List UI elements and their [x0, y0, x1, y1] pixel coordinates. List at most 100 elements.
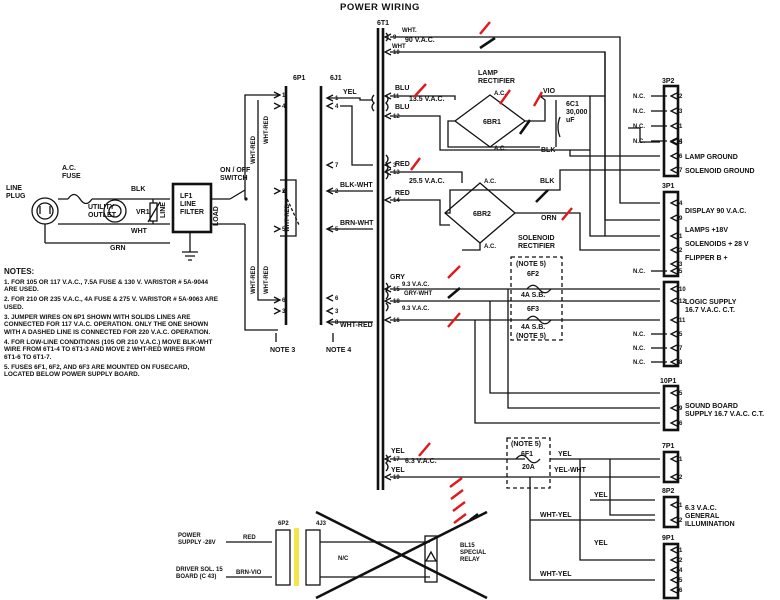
- bridge-6br2-label: 6BR2: [473, 211, 491, 218]
- display-label: DISPLAY 90 V.A.C.: [685, 208, 746, 215]
- p6-pins-pin-number: 3: [282, 309, 286, 315]
- t6-pins-pin-number: 10: [393, 50, 400, 56]
- j6-pins-pin-number: 3: [335, 309, 339, 315]
- pins-10p1: 596: [669, 389, 683, 427]
- conn-6t1-label: 6T1: [377, 20, 389, 27]
- p6-pins-pin-chevron: [273, 102, 282, 110]
- tap-wht-top: WHT.: [402, 28, 417, 34]
- t6-pins-pin-chevron: [383, 316, 392, 324]
- yel-wht-out-label: YEL-WHT: [554, 467, 587, 474]
- inset-red-label: RED: [243, 535, 256, 541]
- orn-wire-label: ORN: [541, 215, 557, 222]
- note-item-3: 3. JUMPER WIRES ON 6P1 SHOWN WITH SOLIDS…: [4, 313, 211, 336]
- t6-pins-pin-chevron: [383, 112, 392, 120]
- logic-pins-nc-label: N.C.: [633, 332, 645, 338]
- p32-pins-nc-label: N.C.: [633, 139, 645, 145]
- pins-8p2: 12: [669, 501, 683, 524]
- p32-pins-pin-chevron: [669, 138, 678, 146]
- p32-pins-pin-chevron: [669, 92, 678, 100]
- t6-pins-pin-number: 17: [393, 457, 400, 463]
- fuses-6f2-6f3: (NOTE 5) 6F2 4A S.B. 6F3 4A S.B. (NOTE 5…: [510, 256, 563, 341]
- tap-255vac: 25.5 V.A.C.: [409, 178, 445, 185]
- j6-pins-pin-chevron: [325, 225, 334, 233]
- tap-93vac-b: 9.3 V.A.C.: [402, 306, 429, 312]
- logic-pins-pin-chevron: [669, 358, 678, 366]
- fuse-icon: [58, 193, 107, 205]
- inset-4j3-label: 4J3: [316, 521, 327, 527]
- j6-pins-pin-chevron: [325, 102, 334, 110]
- note-item-1: 1. FOR 105 OR 117 V.A.C., 7.5A FUSE & 13…: [4, 278, 208, 294]
- p9-pins-pin-number: 6: [679, 588, 683, 594]
- tap-blu2: BLU: [395, 104, 409, 111]
- fuse-card-box: [510, 256, 563, 341]
- p82-pins-pin-number: 1: [679, 503, 683, 509]
- p31-pins-nc-label: N.C.: [633, 269, 645, 275]
- p31-pins-pin-number: 1: [679, 234, 683, 240]
- wht-yel-label-2: WHT-YEL: [540, 571, 572, 578]
- p9-pins-pin-chevron: [669, 546, 678, 554]
- t6-pins-pin-chevron: [383, 161, 392, 169]
- tap-gry-wht: GRY-WHT: [404, 291, 432, 297]
- output-connectors: 3P2 2N.C.3N.C.1N.C.4N.C.567 LAMP GROUND …: [474, 52, 764, 600]
- line-plug-icon: [31, 197, 59, 225]
- notes-block: NOTES: 1. FOR 105 OR 117 V.A.C., 7.5A FU…: [4, 268, 219, 381]
- note3-label: NOTE 3: [270, 347, 295, 354]
- wht-red-b2-label: WHT-RED: [264, 265, 270, 294]
- t6-pins-pin-number: 16: [393, 318, 400, 324]
- logic-pins-pin-number: 5: [679, 332, 683, 338]
- p10-pins-pin-chevron: [669, 419, 678, 427]
- p31-pins-pin-chevron: [669, 267, 678, 275]
- t6-pins-pin-chevron: [383, 297, 392, 305]
- switch-icon: [229, 189, 246, 200]
- p7-pins-pin-number: 2: [679, 475, 683, 481]
- p32-pins-pin-chevron: [669, 152, 678, 160]
- p6-pins-pin-number: 4: [282, 104, 286, 110]
- j6-pins-pin-number: 2: [335, 189, 339, 195]
- inset-nc-label: N/C: [338, 556, 349, 562]
- t6-pins-pin-chevron: [383, 168, 392, 176]
- p6-pins-pin-number: 1: [282, 93, 286, 99]
- p9-pins-pin-chevron: [669, 566, 678, 574]
- tap-wht: WHT: [392, 44, 406, 50]
- t6-pins-pin-chevron: [383, 455, 392, 463]
- yel-out-label-3: YEL: [594, 540, 608, 547]
- p82-pins-pin-chevron: [669, 516, 678, 524]
- j6-pins-pin-number: 4: [335, 104, 339, 110]
- p31-pins-pin-number: 9: [679, 216, 683, 222]
- p9-pins-pin-number: 4: [679, 568, 683, 574]
- j6-pins-pin-number: 7: [335, 163, 339, 169]
- vio-wire-label: VIO: [543, 88, 556, 95]
- logic-pins-pin-chevron: [669, 285, 678, 293]
- tap-90vac: 90 V.A.C.: [405, 37, 435, 44]
- t6-pins-pin-chevron: [383, 92, 392, 100]
- solenoids-label: SOLENOIDS + 28 V: [685, 241, 749, 248]
- t6-pins-pin-number: 18: [393, 299, 400, 305]
- fuse-6f1-note: (NOTE 5): [511, 441, 541, 448]
- tap-blu: BLU: [395, 85, 409, 92]
- tap-red2: RED: [395, 190, 410, 197]
- fuse-6f3-label: 6F3: [527, 306, 539, 313]
- wht-red-mid-label: WHT-RED: [264, 115, 270, 144]
- p10-pins-pin-chevron: [669, 389, 678, 397]
- j6-pins-pin-number: 5: [335, 227, 339, 233]
- p32-pins-pin-number: 1: [679, 124, 683, 130]
- inset-brn-vio-label: BRN-VIO: [236, 570, 262, 576]
- lamp-ac-top: A.C.: [494, 91, 506, 97]
- j6-pins-pin-chevron: [325, 187, 334, 195]
- j6-pins-pin-number: 1: [335, 96, 339, 102]
- wht-yel-label: WHT-YEL: [540, 512, 572, 519]
- p9-pins-pin-number: 5: [679, 578, 683, 584]
- p9-pins-pin-chevron: [669, 556, 678, 564]
- note-item-2: 2. FOR 210 OR 235 V.A.C., 4A FUSE & 275 …: [4, 296, 219, 311]
- varistor-label: VR1: [136, 209, 150, 216]
- p10-pins-pin-number: 6: [679, 421, 683, 427]
- red-markup-strokes: [410, 21, 573, 524]
- p10-pins-pin-number: 5: [679, 391, 683, 397]
- p32-pins-pin-chevron: [669, 166, 678, 174]
